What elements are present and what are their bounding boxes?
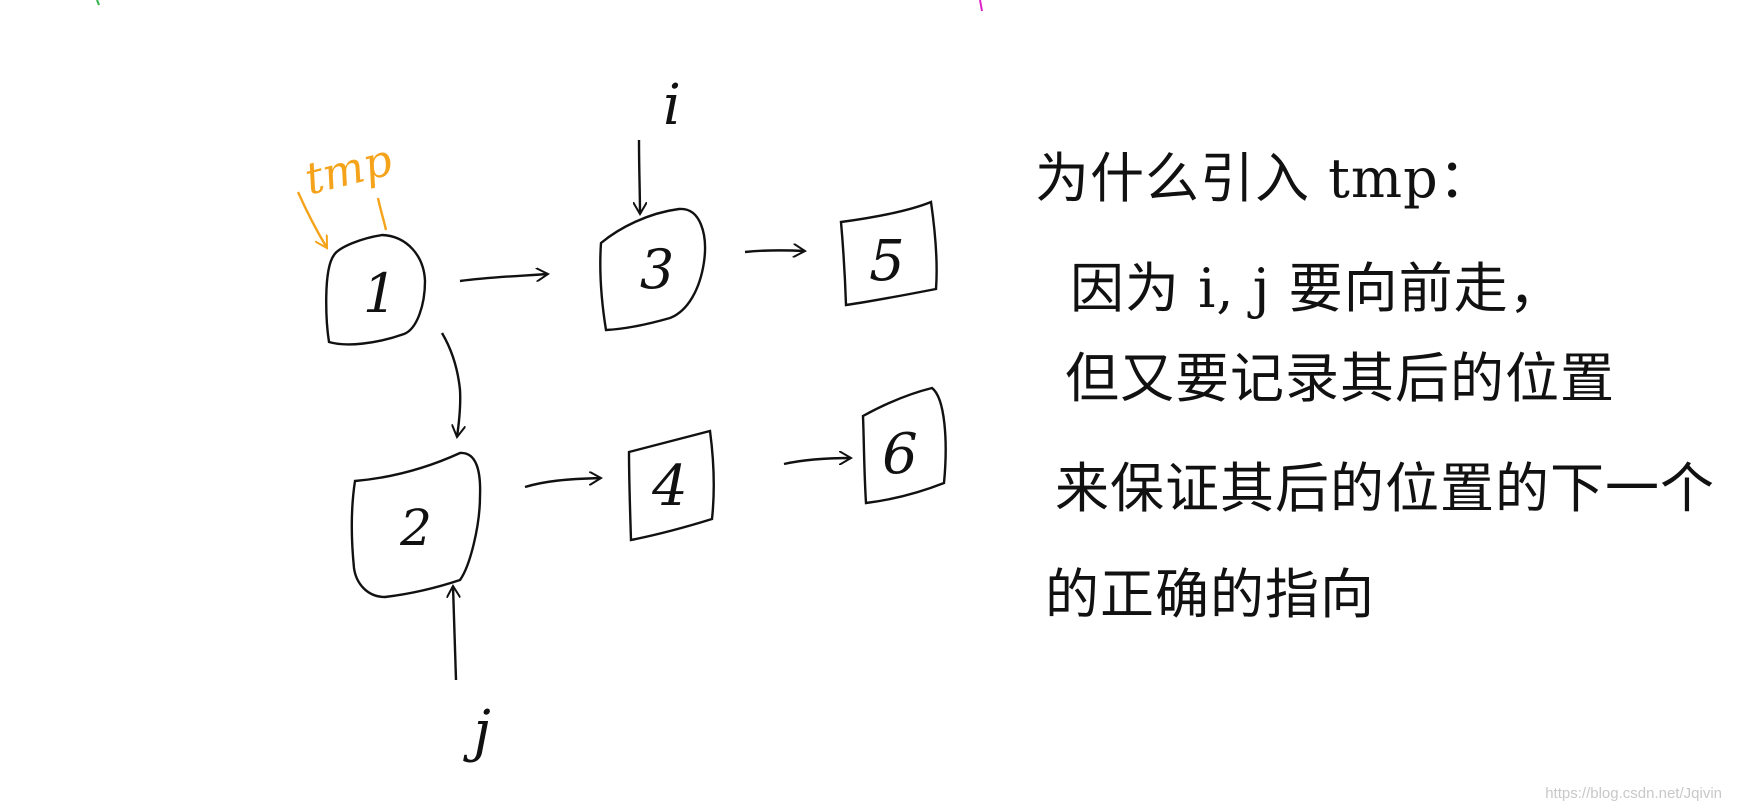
link-arrow-1-to-3 — [459, 274, 548, 283]
node-4-box — [627, 429, 715, 542]
note-line-5: 的正确的指向 — [1045, 563, 1375, 626]
node-2-label: 2 — [399, 499, 432, 557]
top-magenta-mark — [979, 0, 983, 12]
pointer-j-label: j — [462, 699, 490, 764]
node-1-box — [325, 233, 427, 346]
pointer-j-arrow — [453, 586, 456, 681]
link-arrow-3-to-5 — [744, 250, 805, 252]
pointer-i-label: i — [663, 73, 681, 138]
pointer-i-arrow — [639, 139, 640, 214]
note-line-3: 但又要记录其后的位置 — [1065, 347, 1615, 410]
link-arrow-2-to-4 — [524, 478, 601, 489]
pointer-tmp-arrow — [296, 191, 329, 248]
node-6-box — [861, 386, 947, 505]
node-5-box — [839, 200, 938, 307]
note-line-1: 为什么引入 tmp： — [1035, 147, 1494, 210]
node-1-label: 1 — [363, 262, 397, 325]
note-line-4: 来保证其后的位置的下一个 — [1055, 457, 1715, 520]
node-6-label: 6 — [882, 422, 918, 487]
node-3-box — [599, 207, 707, 332]
top-green-mark — [96, 0, 100, 6]
pointer-tmp-stem — [376, 197, 388, 231]
node-5-label: 5 — [869, 229, 905, 294]
watermark-text: https://blog.csdn.net/Jqivin — [1545, 785, 1722, 802]
node-4-label: 4 — [651, 454, 688, 519]
node-3-label: 3 — [640, 238, 674, 301]
note-line-2: 因为 i, j 要向前走， — [1070, 257, 1564, 320]
pointer-tmp-label: tmp — [300, 135, 397, 206]
node-2-box — [350, 451, 482, 599]
link-arrow-4-to-6 — [783, 458, 851, 466]
link-arrow-1-to-2 — [440, 332, 460, 437]
